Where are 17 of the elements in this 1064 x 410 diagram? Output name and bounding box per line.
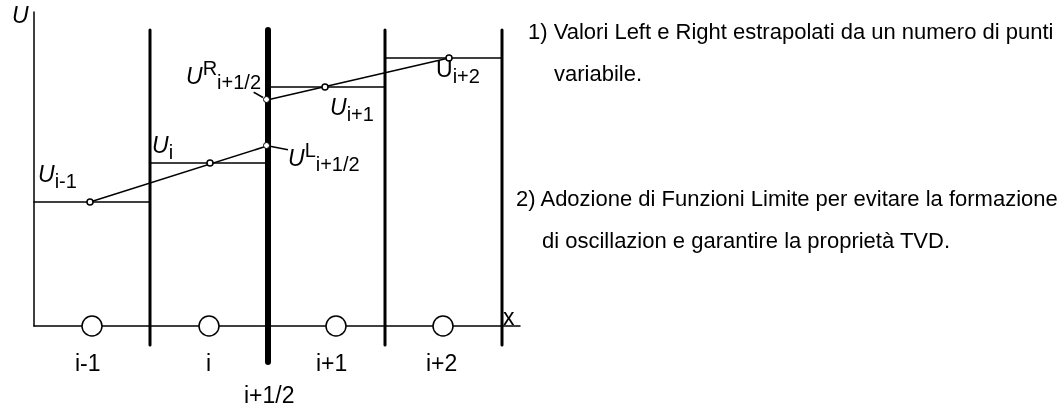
cell-value-label: U$_{i+2}$	[436, 58, 480, 86]
cell-index-label: i+2	[426, 352, 458, 375]
leader-line	[269, 145, 289, 151]
interface-index-label: i+1/2	[244, 384, 295, 407]
cell-index-label: i+1	[316, 352, 348, 375]
axis-label: x	[503, 306, 515, 329]
cell-value-label: U$_{i+1}$	[330, 96, 374, 124]
sample-point-marker	[263, 96, 270, 103]
cell-index-label: i-1	[75, 352, 101, 375]
cell-value-label: U$_{i-1}$	[38, 163, 77, 191]
cell-index-label: i	[206, 352, 212, 375]
cell-value-label: U$_{i}$	[152, 134, 174, 162]
axis-label: U	[12, 4, 29, 27]
sample-point-marker	[263, 142, 270, 149]
leader-line	[252, 91, 264, 99]
note-text: 2) Adozione di Funzioni Limite per evitare la formazione di oscillazion e garantire la proprietà TVD.	[515, 185, 1059, 255]
note-text: 1) Valori Left e Right estrapolati da un numero di punti variabile.	[527, 18, 1055, 88]
